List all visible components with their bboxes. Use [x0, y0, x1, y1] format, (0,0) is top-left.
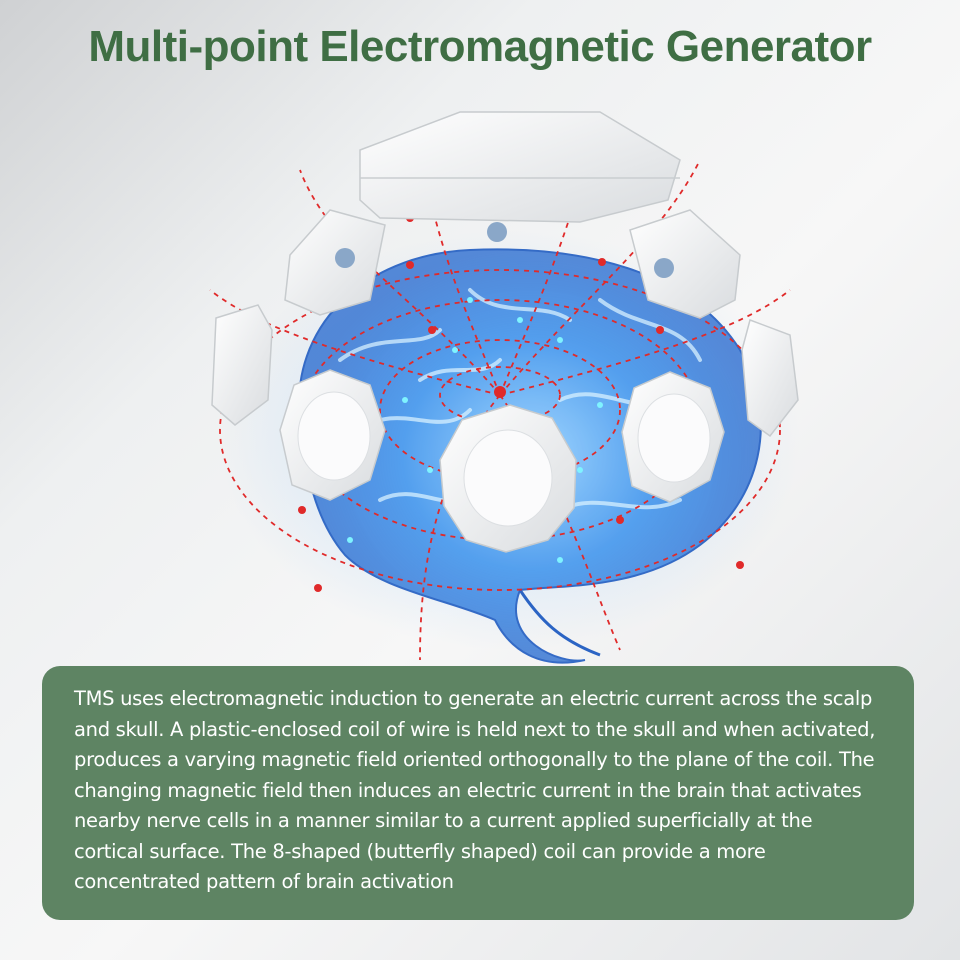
coil-far-right	[741, 319, 799, 438]
coil-center	[439, 404, 577, 553]
coil-far-left	[211, 304, 273, 426]
upper-side-arm-left	[284, 209, 386, 316]
description-panel: TMS uses electromagnetic induction to ge…	[42, 666, 914, 920]
top-hub-housing	[359, 111, 681, 242]
coil-right	[621, 371, 725, 503]
coil-left	[279, 369, 386, 501]
page-title: Multi-point Electromagnetic Generator	[88, 22, 872, 71]
neuron-sparkles	[347, 297, 603, 563]
tms-illustration	[209, 111, 800, 664]
description-text: TMS uses electromagnetic induction to ge…	[74, 687, 876, 893]
upper-side-arm-right	[629, 209, 741, 319]
